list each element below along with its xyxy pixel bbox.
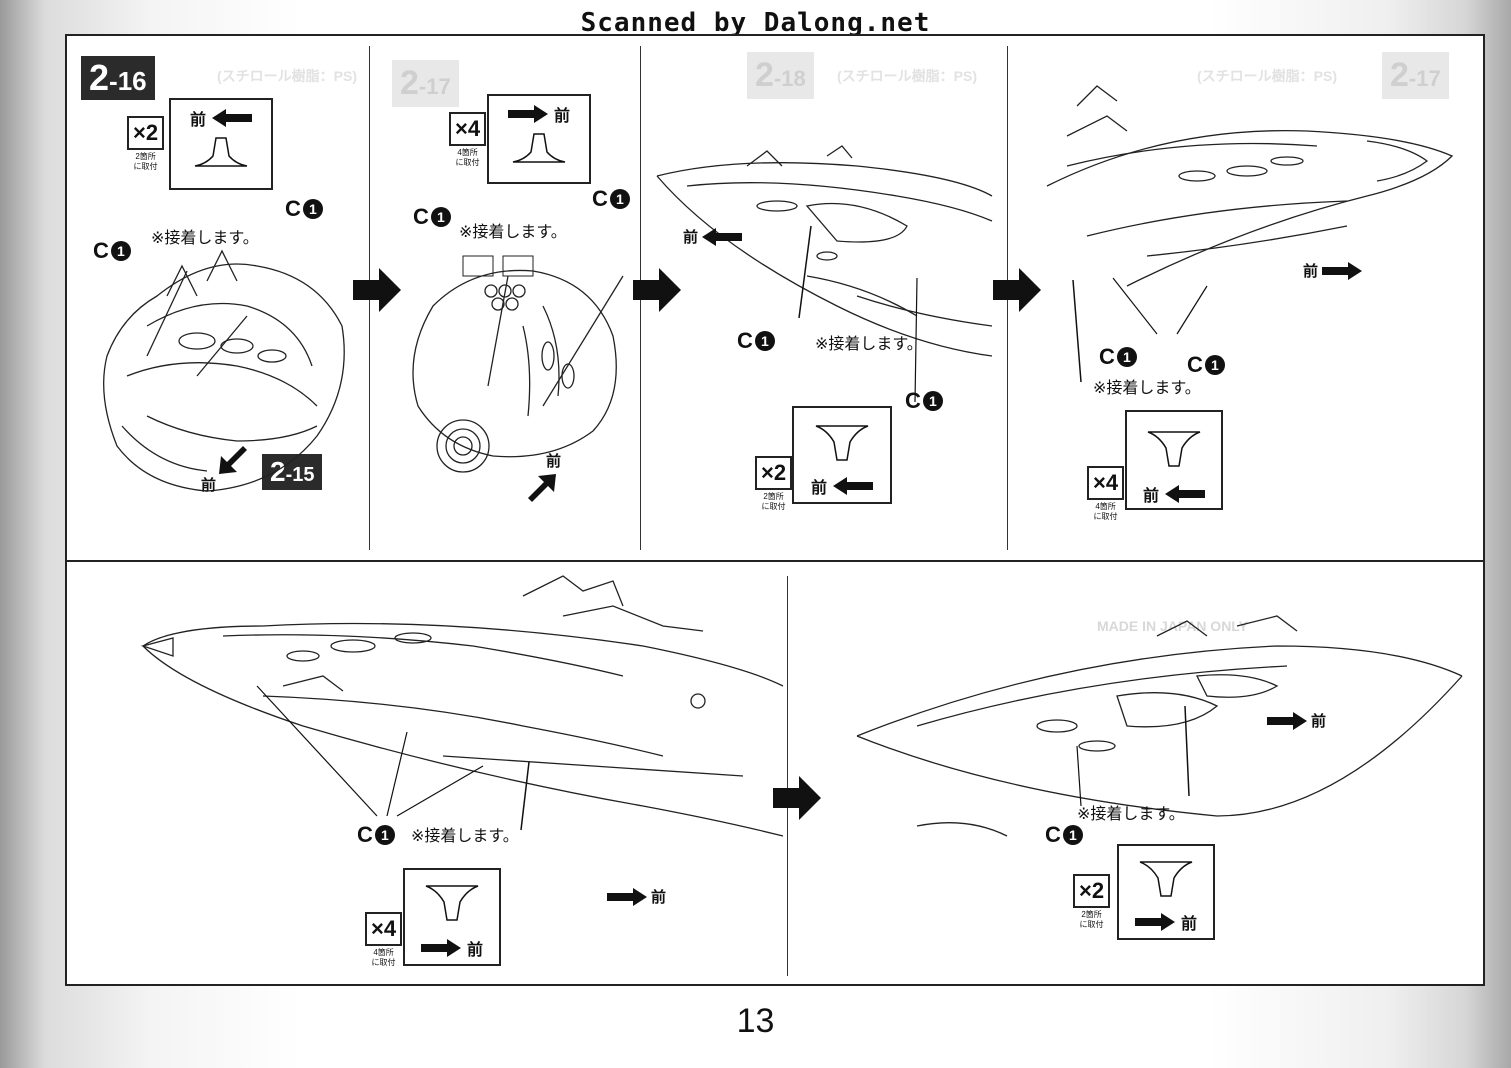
part-detail-callout: 前 (487, 94, 591, 184)
part-detail-callout: 前 (169, 98, 273, 190)
arrow-right-icon (993, 268, 1041, 312)
leader-line (798, 225, 918, 403)
arrow-right-icon (420, 939, 461, 957)
quantity-note: 2箇所 (135, 152, 156, 161)
part-c1-illustration (1139, 861, 1193, 897)
part-detail-callout: 前 (403, 868, 501, 966)
spaceship-illustration (412, 255, 624, 473)
forward-indicator: 前 (683, 226, 743, 247)
row-divider (67, 560, 1483, 562)
scan-credit: Scanned by Dalong.net (578, 8, 933, 40)
glue-note: ※接着します。 (1077, 804, 1185, 823)
forward-label: 前 (1142, 486, 1159, 505)
arrow-right-icon (507, 105, 548, 123)
part-c1-illustration (1147, 431, 1201, 467)
forward-label: 前 (466, 940, 483, 959)
forward-indicator: 前 (1267, 710, 1326, 731)
quantity-count: ×2 (127, 116, 165, 150)
forward-indicator: 前 (1303, 260, 1363, 281)
page-number: 13 (736, 1002, 775, 1040)
step-sub-number: -15 (285, 464, 315, 486)
step-number: 2 (270, 456, 286, 487)
forward-indicator: 前 (546, 452, 562, 470)
quantity-x2: ×2 2箇所に取付 (755, 456, 793, 512)
quantity-x2: ×2 2箇所に取付 (1073, 874, 1111, 930)
leader-line (256, 685, 530, 831)
quantity-note: に取付 (133, 162, 158, 171)
forward-label: 前 (1180, 914, 1197, 933)
forward-indicator: 前 (607, 886, 666, 907)
bleedthrough-step-badge: 2-17 (1382, 52, 1449, 99)
part-c1-illustration (512, 133, 566, 163)
arrow-right-icon (607, 887, 647, 906)
arrow-left-icon (833, 477, 873, 495)
spaceship-illustration (103, 249, 345, 492)
quantity-x4: ×4 4箇所に取付 (365, 912, 403, 968)
bleedthrough-text: (スチロール樹脂：PS) (217, 68, 357, 84)
bleedthrough-step-badge: 2-17 (392, 60, 459, 107)
instruction-frame: (スチロール樹脂：PS) (スチロール樹脂：PS) (スチロール樹脂：PS) M… (65, 34, 1485, 986)
step-badge-2-16: 2-16 (81, 56, 155, 100)
part-c1-illustration (815, 425, 869, 461)
part-c1-illustration (425, 885, 479, 921)
bleedthrough-text: (スチロール樹脂：PS) (837, 68, 977, 84)
forward-indicator: 前 (201, 476, 217, 494)
part-c1-illustration (194, 137, 248, 167)
glue-note: ※接着します。 (815, 334, 923, 353)
step-sub-number: -16 (109, 66, 147, 96)
spaceship-illustration (856, 615, 1463, 837)
arrow-right-icon (1134, 913, 1175, 931)
forward-label: 前 (189, 110, 206, 129)
glue-note: ※接着します。 (459, 222, 567, 241)
arrow-right-icon (353, 268, 401, 312)
bleedthrough-step-badge: 2-18 (747, 52, 814, 99)
arrow-left-icon (1165, 485, 1205, 503)
bleedthrough-text: (スチロール樹脂：PS) (1197, 68, 1337, 84)
quantity-x4: ×4 4箇所に取付 (449, 112, 487, 168)
glue-note: ※接着します。 (1093, 378, 1201, 397)
part-detail-callout: 前 (792, 406, 892, 504)
leader-line (1072, 277, 1208, 383)
glue-note: ※接着します。 (151, 228, 259, 247)
leader-line (1076, 705, 1190, 807)
glue-note: ※接着します。 (411, 826, 519, 845)
quantity-count: ×4 (449, 112, 487, 146)
arrow-up-right-icon (528, 474, 556, 502)
arrow-right-icon (1322, 261, 1363, 280)
arrow-right-icon (1267, 711, 1307, 730)
bleedthrough-text: MADE IN JAPAN ONLY (1097, 618, 1248, 634)
spaceship-illustration (656, 145, 993, 357)
arrow-left-icon (702, 227, 743, 246)
arrow-right-icon (633, 268, 681, 312)
forward-label: 前 (553, 106, 570, 125)
part-detail-callout: 前 (1117, 844, 1215, 940)
step-number: 2 (89, 57, 110, 98)
arrow-left-icon (212, 109, 252, 127)
arrow-right-icon (773, 776, 821, 820)
arrow-down-left-icon (219, 446, 247, 474)
spaceship-illustration (1046, 85, 1454, 287)
spaceship-illustration (140, 575, 784, 837)
scan-credit-header: Scanned by Dalong.net (0, 8, 1511, 40)
panel-divider (787, 576, 788, 976)
quantity-x4: ×4 4箇所に取付 (1087, 466, 1125, 522)
quantity-x2: ×2 2箇所に取付 (127, 116, 165, 172)
part-detail-callout: 前 (1125, 410, 1223, 510)
forward-label: 前 (810, 478, 827, 497)
